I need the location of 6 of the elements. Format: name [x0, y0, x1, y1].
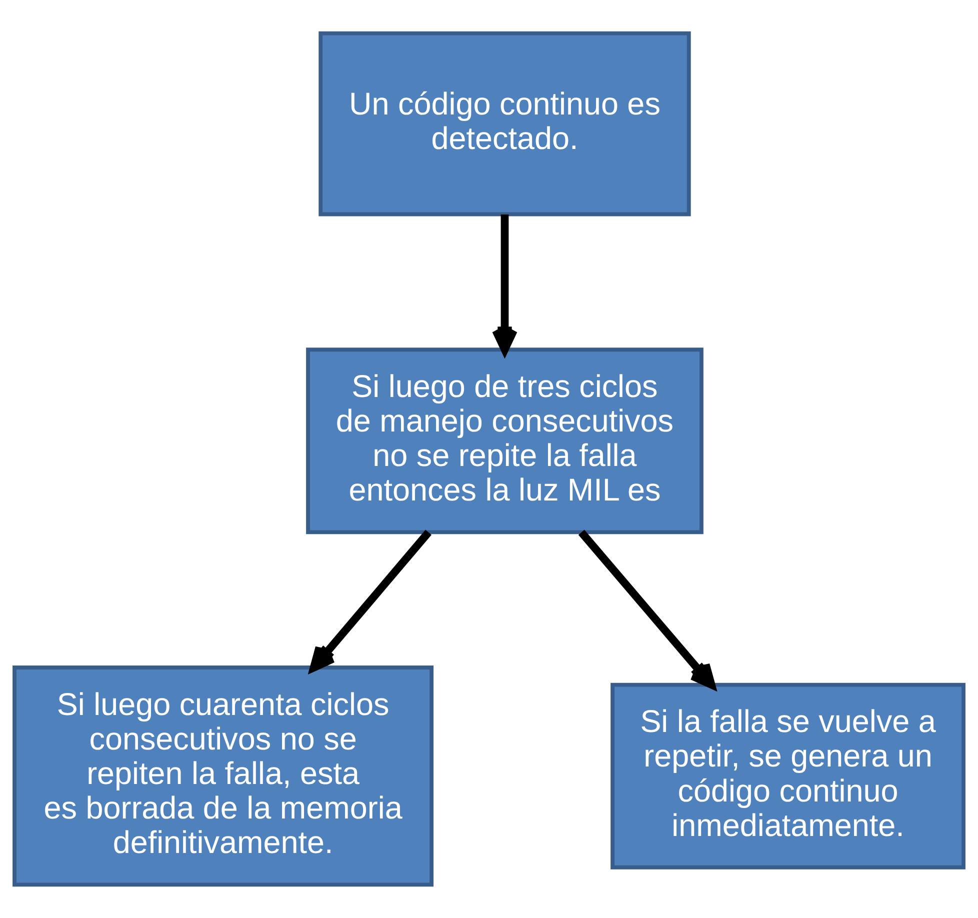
node-box: Si luego cuarenta ciclos consecutivos no se repiten la falla, esta es borrada de la memoria definitivamente. — [12, 666, 434, 887]
arrow — [578, 530, 716, 689]
node-box: Si la falla se vuelve a repetir, se genera un código continuo inmediatamente. — [610, 682, 966, 870]
node-box: Un código continuo es detectado. — [318, 31, 691, 216]
node-box: Si luego de tres ciclos de manejo consecutivos no se repite la falla entonces la luz MIL es — [306, 348, 704, 534]
arrow — [310, 530, 432, 672]
